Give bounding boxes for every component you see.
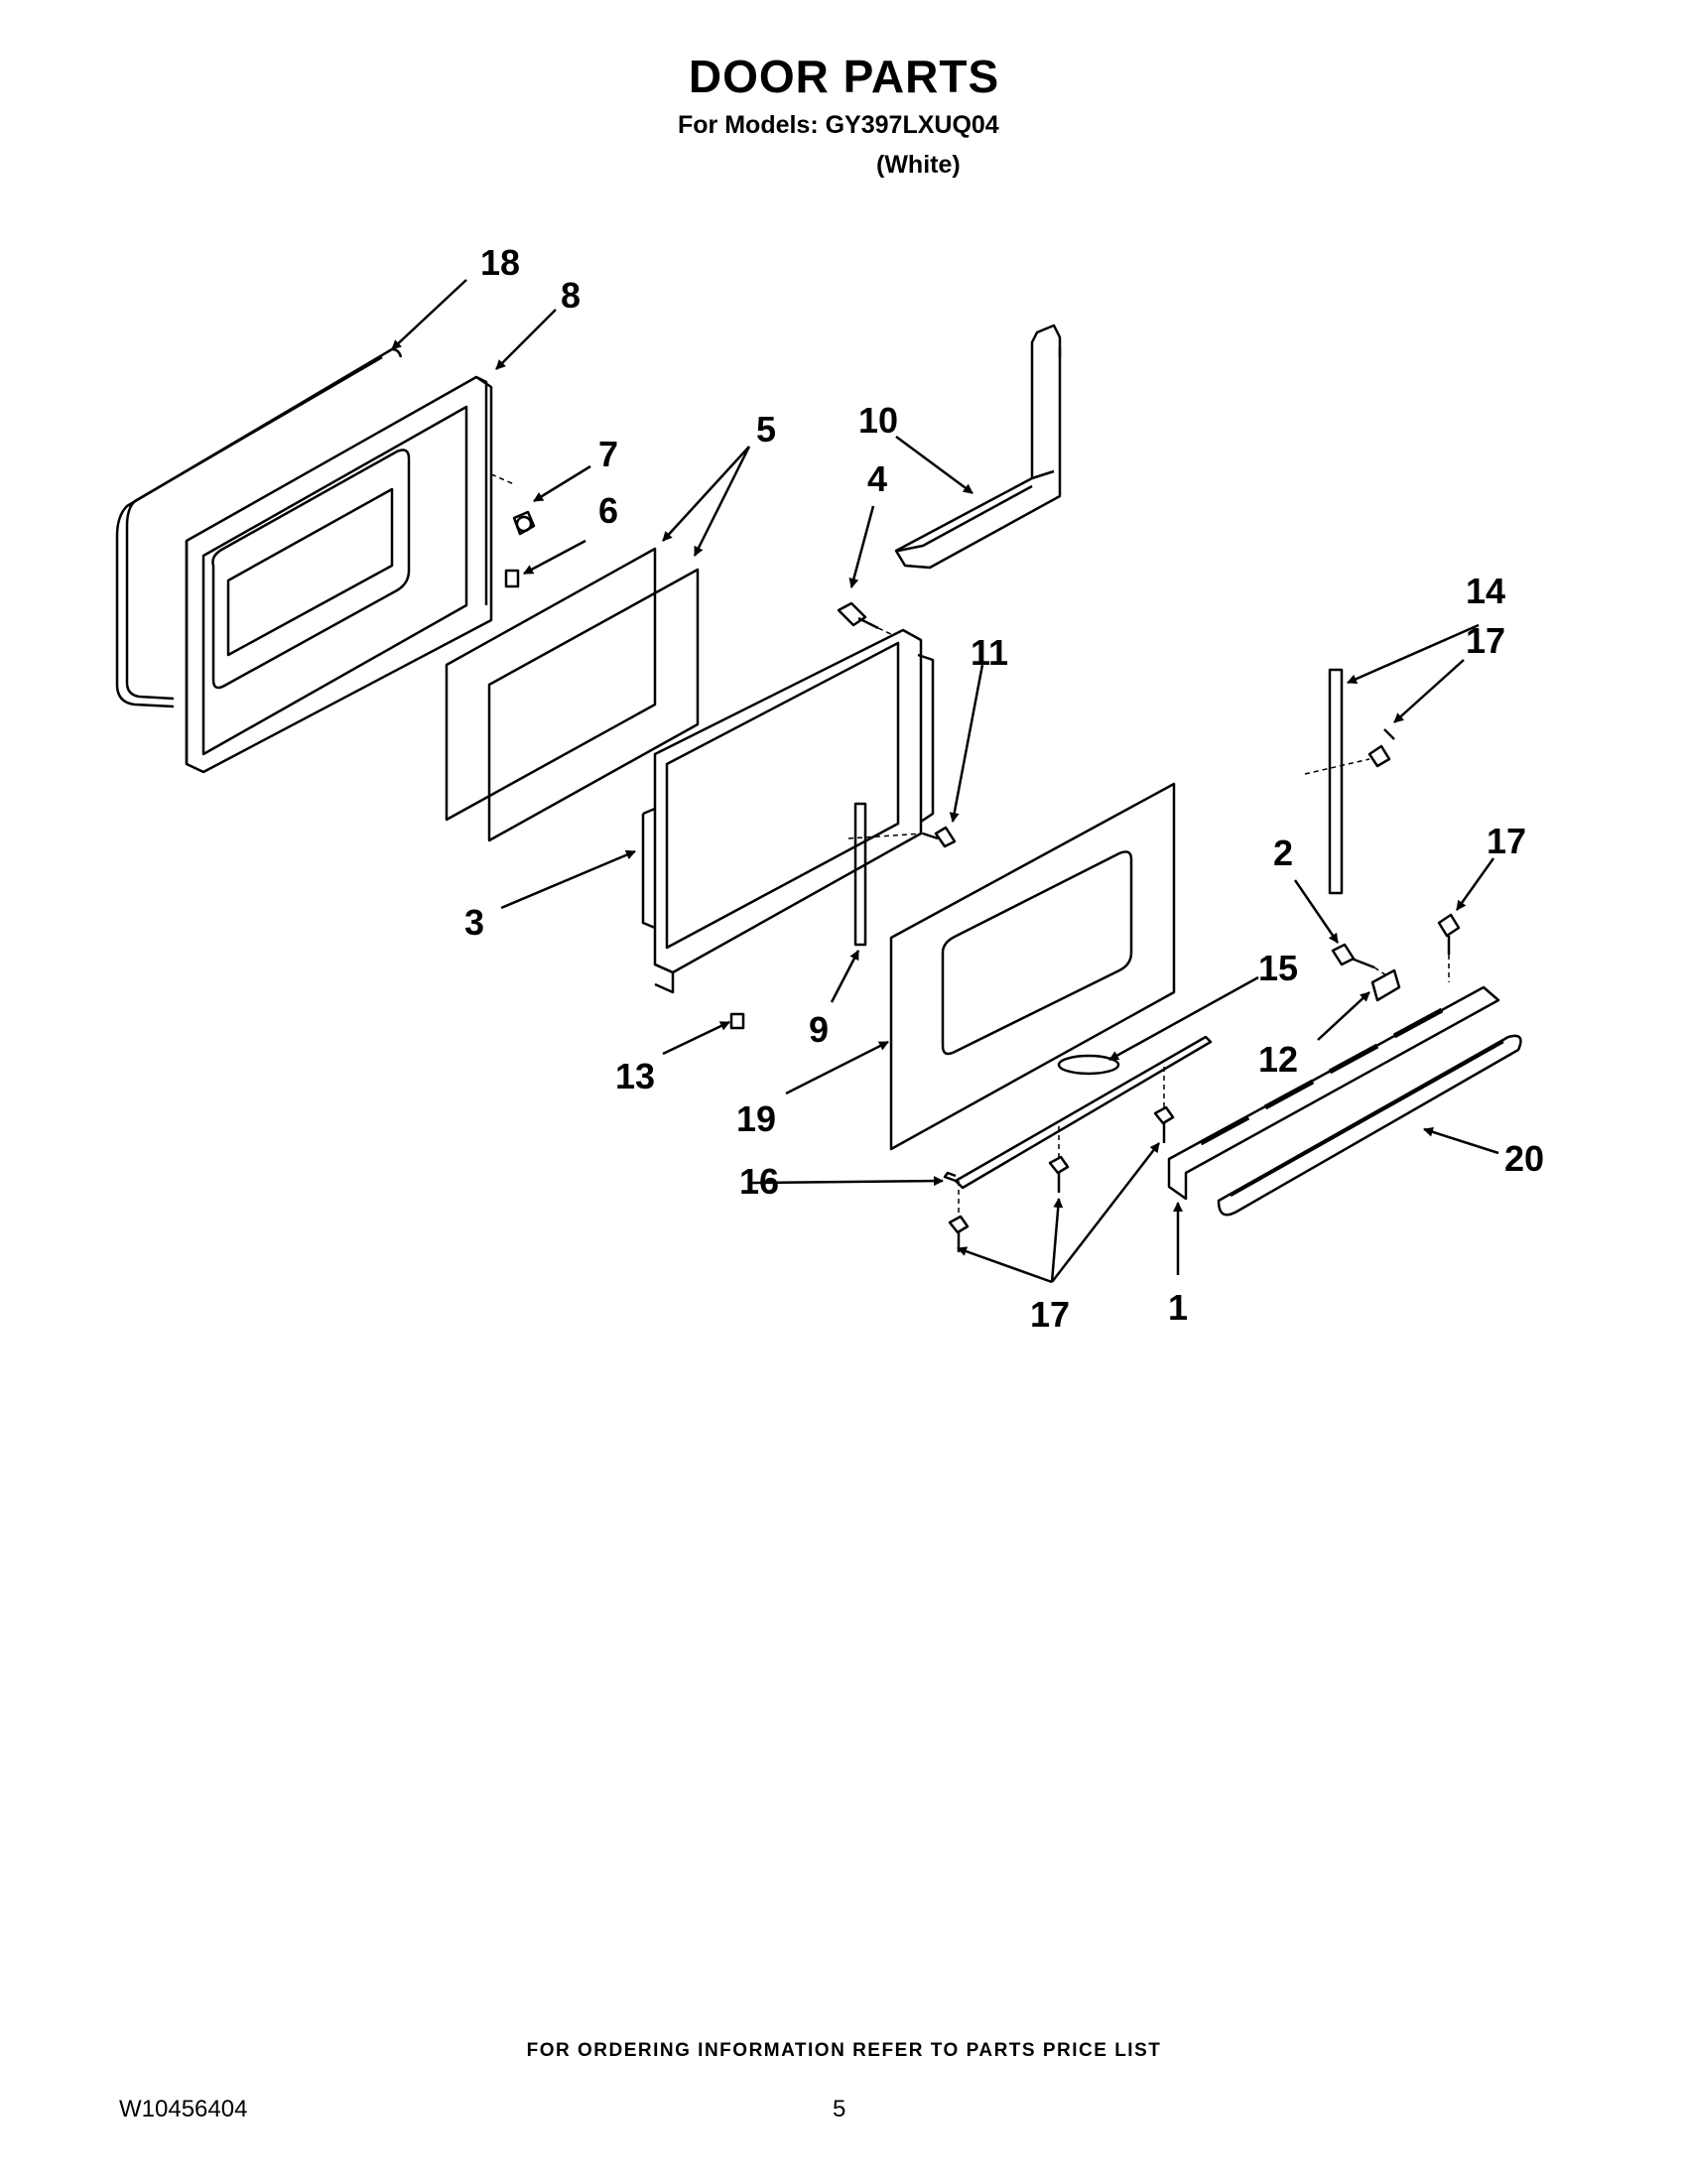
color-label: (White) [876,151,961,179]
callout-12: 12 [1258,1039,1298,1080]
callout-17-c: 17 [1030,1294,1070,1335]
callout-1: 1 [1168,1287,1188,1328]
outer-door-glass-part [889,782,1176,1151]
callout-7: 7 [598,434,618,474]
callout-10: 10 [858,400,898,441]
screw-part-17-handle [1437,913,1461,955]
callout-17-a: 17 [1466,620,1505,661]
callout-6: 6 [598,490,618,531]
callout-2: 2 [1273,833,1293,873]
callout-11: 11 [971,632,1008,673]
callout-19: 19 [736,1098,776,1139]
models-label: For Models: GY397LXUQ04 [678,111,999,139]
vent-channel-part [894,323,1062,570]
screw-part-2 [1331,943,1375,969]
badge-part [1057,1054,1120,1076]
callout-3: 3 [464,902,484,943]
screw-part-17-upper [1367,728,1395,768]
callout-17-b: 17 [1487,821,1526,861]
callout-8: 8 [561,275,581,316]
hinge-channel-part [1328,668,1344,895]
callout-14: 14 [1466,571,1505,611]
document-number: W10456404 [119,2096,248,2122]
callout-18: 18 [480,242,520,283]
door-channel-part [853,802,867,947]
callout-4: 4 [867,458,887,499]
callout-20: 20 [1504,1138,1544,1179]
page-number: 5 [833,2096,846,2122]
callout-5: 5 [756,409,776,450]
handle-bracket-part [1370,968,1401,1002]
label-part [729,1012,745,1030]
screw-part [837,601,879,630]
page-title: DOOR PARTS [688,51,1000,102]
screw-part-11 [922,826,957,848]
clip-part [512,510,536,536]
glass-panel-part [445,547,700,842]
callout-13: 13 [615,1056,655,1096]
callout-16: 16 [739,1161,779,1202]
handle-part [1217,1034,1522,1217]
callout-15: 15 [1258,948,1298,988]
spacer-part [504,569,520,588]
handle-base-part [1167,985,1500,1201]
inner-door-liner-part [185,375,493,774]
bottom-trim-part [943,1035,1213,1190]
door-panel-part [641,628,935,994]
ordering-note: FOR ORDERING INFORMATION REFER TO PARTS … [526,2040,1162,2061]
callout-9: 9 [809,1009,829,1050]
